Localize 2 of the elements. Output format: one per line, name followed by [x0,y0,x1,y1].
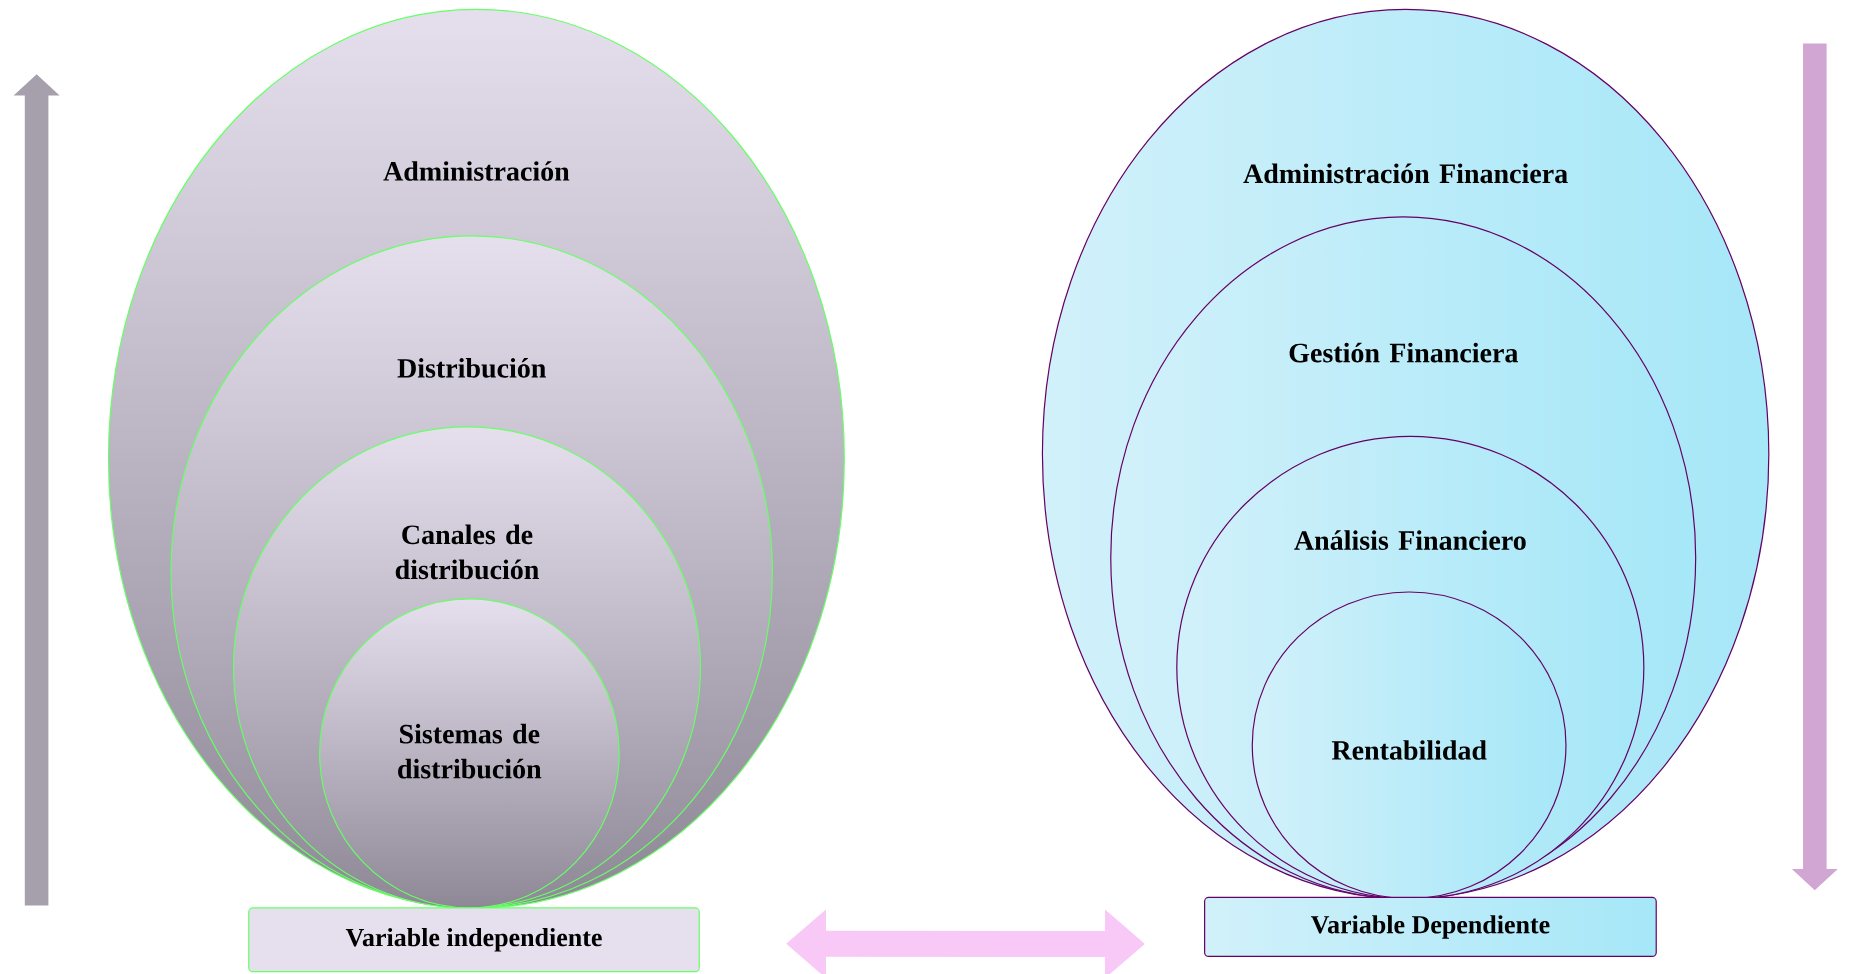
variable-box: Variable Dependiente [1204,896,1657,957]
variable-box: Variable independiente [248,907,700,973]
